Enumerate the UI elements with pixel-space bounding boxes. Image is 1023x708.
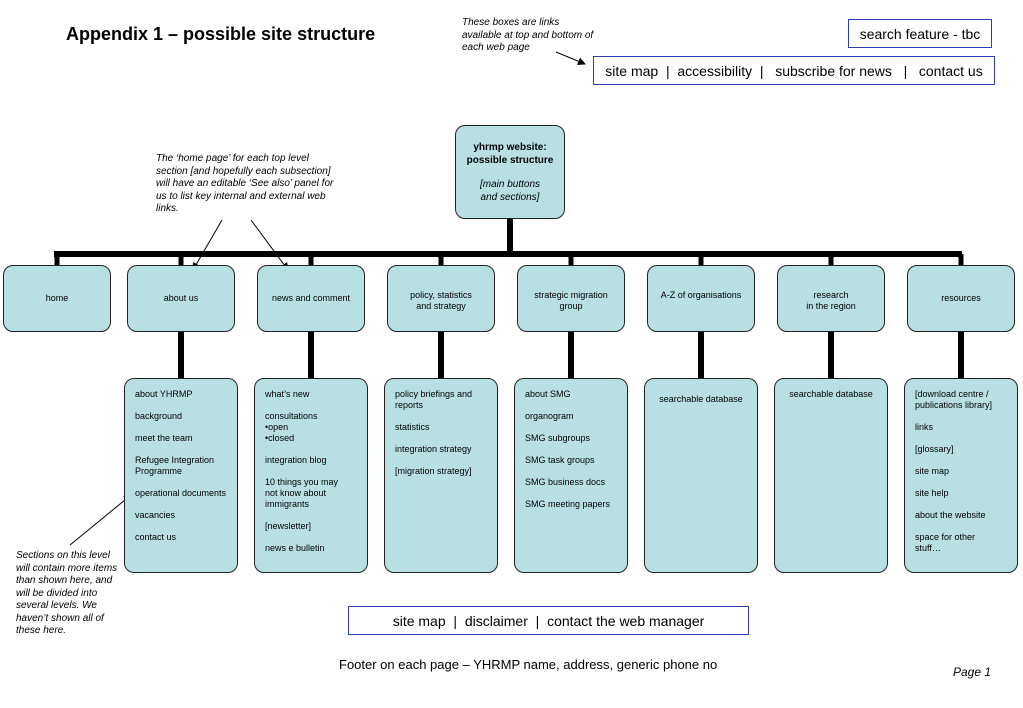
page-number: Page 1 bbox=[953, 665, 992, 679]
subsection-item[interactable]: policy briefings and reports bbox=[395, 389, 473, 410]
section-label: news and comment bbox=[271, 293, 351, 303]
subsection-item[interactable]: vacancies bbox=[135, 510, 176, 520]
subsection-item[interactable]: about YHRMP bbox=[135, 389, 193, 399]
header-links-note: These boxes are links available at top a… bbox=[462, 17, 594, 53]
subsection-item[interactable]: consultations •open •closed bbox=[265, 411, 318, 443]
root-subtitle: [main buttons and sections] bbox=[479, 179, 541, 203]
subsection-item[interactable]: searchable database bbox=[789, 389, 873, 399]
subsection-item[interactable]: meet the team bbox=[135, 433, 193, 443]
arrow-to-link-box bbox=[555, 51, 586, 66]
section-policy-statistics[interactable]: policy, statistics and strategy bbox=[387, 265, 495, 332]
section-label: about us bbox=[163, 293, 199, 303]
subsection-item[interactable]: [glossary] bbox=[915, 444, 954, 454]
section-research[interactable]: research in the region bbox=[777, 265, 885, 332]
footer-description: Footer on each page – YHRMP name, addres… bbox=[339, 657, 718, 672]
arrow-to-about-us bbox=[192, 219, 223, 271]
subsection-item[interactable]: SMG subgroups bbox=[525, 433, 591, 443]
header-link-site-map[interactable]: site map bbox=[605, 62, 659, 79]
subsection-item[interactable]: [migration strategy] bbox=[395, 466, 472, 476]
subsection-item[interactable]: links bbox=[915, 422, 934, 432]
page-title: Appendix 1 – possible site structure bbox=[66, 24, 376, 44]
subsection-item[interactable]: searchable database bbox=[659, 394, 743, 404]
footer-link-site-map[interactable]: site map bbox=[392, 612, 446, 629]
subsection-item[interactable]: operational documents bbox=[135, 488, 227, 498]
section-label: research in the region bbox=[806, 290, 856, 311]
header-links-box: site map | accessibility | subscribe for… bbox=[593, 56, 995, 85]
subsection-about-us: about YHRMP background meet the team Ref… bbox=[124, 378, 238, 573]
footer-links-box: site map | disclaimer | contact the web … bbox=[348, 606, 749, 635]
section-label: strategic migration group bbox=[534, 290, 608, 311]
subsection-item[interactable]: space for other stuff… bbox=[915, 532, 976, 553]
section-a-z-organisations[interactable]: A-Z of organisations bbox=[647, 265, 755, 332]
section-resources[interactable]: resources bbox=[907, 265, 1015, 332]
section-home[interactable]: home bbox=[3, 265, 111, 332]
section-label: policy, statistics and strategy bbox=[410, 290, 472, 311]
section-news-and-comment[interactable]: news and comment bbox=[257, 265, 365, 332]
header-link-subscribe[interactable]: subscribe for news bbox=[775, 62, 892, 79]
subsection-item[interactable]: site map bbox=[915, 466, 950, 476]
subsection-item[interactable]: news e bulletin bbox=[265, 543, 325, 553]
subsection-research: searchable database bbox=[774, 378, 888, 573]
header-link-contact-us[interactable]: contact us bbox=[918, 62, 983, 79]
subsection-item[interactable]: SMG meeting papers bbox=[525, 499, 611, 509]
section-label: resources bbox=[941, 293, 981, 303]
subsection-news-and-comment: what’s new consultations •open •closed i… bbox=[254, 378, 368, 573]
subsection-item[interactable]: about the website bbox=[915, 510, 986, 520]
section-strategic-migration-group[interactable]: strategic migration group bbox=[517, 265, 625, 332]
root-node: yhrmp website: possible structure [main … bbox=[455, 125, 565, 219]
subsection-resources: [download centre / publications library]… bbox=[904, 378, 1018, 573]
subsection-a-z-organisations: searchable database bbox=[644, 378, 758, 573]
subsection-item[interactable]: Refugee Integration Programme bbox=[135, 455, 215, 476]
subsection-item[interactable]: contact us bbox=[135, 532, 177, 542]
subsection-strategic-migration-group: about SMG organogram SMG subgroups SMG t… bbox=[514, 378, 628, 573]
footer-link-contact-web-manager[interactable]: contact the web manager bbox=[547, 612, 705, 629]
search-feature-label: search feature - tbc bbox=[859, 25, 981, 42]
subsection-item[interactable]: SMG task groups bbox=[525, 455, 595, 465]
arrow-to-news bbox=[250, 219, 289, 271]
arrow-to-operational-docs bbox=[69, 494, 132, 546]
sections-note: Sections on this level will contain more… bbox=[16, 550, 118, 636]
header-link-accessibility[interactable]: accessibility bbox=[677, 62, 753, 79]
subsection-item[interactable]: SMG business docs bbox=[525, 477, 606, 487]
section-label: home bbox=[45, 293, 69, 303]
search-feature-box[interactable]: search feature - tbc bbox=[848, 19, 992, 48]
subsection-item[interactable]: statistics bbox=[395, 422, 430, 432]
subsection-item[interactable]: integration strategy bbox=[395, 444, 472, 454]
root-title: yhrmp website: possible structure bbox=[466, 142, 554, 166]
subsection-item[interactable]: [download centre / publications library] bbox=[915, 389, 993, 410]
subsection-policy-statistics: policy briefings and reports statistics … bbox=[384, 378, 498, 573]
section-about-us[interactable]: about us bbox=[127, 265, 235, 332]
footer-link-disclaimer[interactable]: disclaimer bbox=[464, 612, 528, 629]
subsection-item[interactable]: organogram bbox=[525, 411, 574, 421]
subsection-item[interactable]: site help bbox=[915, 488, 949, 498]
subsection-item[interactable]: integration blog bbox=[265, 455, 327, 465]
section-label: A-Z of organisations bbox=[660, 290, 742, 300]
subsection-item[interactable]: background bbox=[135, 411, 183, 421]
subsection-item[interactable]: about SMG bbox=[525, 389, 571, 399]
home-page-note: The ‘home page’ for each top level secti… bbox=[156, 153, 334, 214]
subsection-item[interactable]: what’s new bbox=[265, 389, 310, 399]
subsection-item[interactable]: 10 things you may not know about immigra… bbox=[265, 477, 339, 509]
subsection-item[interactable]: [newsletter] bbox=[265, 521, 312, 531]
